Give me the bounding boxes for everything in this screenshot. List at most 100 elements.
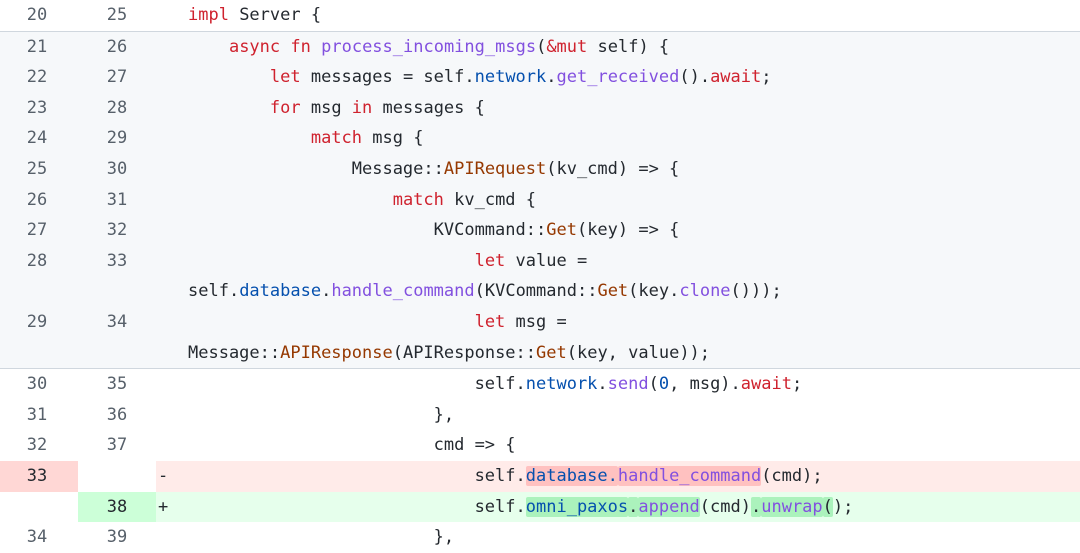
new-line-number[interactable]: 30 <box>106 158 128 179</box>
code-token: 0 <box>658 374 670 395</box>
code-token: ( <box>536 36 547 57</box>
old-line-number[interactable]: 26 <box>26 189 48 210</box>
new-line-number[interactable]: 28 <box>106 97 128 118</box>
diff-row-deleted: 33- self.database.handle_command(cmd); <box>0 460 1080 492</box>
code-token: Get <box>546 220 577 241</box>
code-token: ; <box>761 67 772 88</box>
old-line-number[interactable]: 32 <box>26 435 48 456</box>
code-token: . <box>750 496 762 517</box>
code-line: match msg { <box>188 123 1080 154</box>
old-line-number[interactable]: 31 <box>26 404 48 425</box>
code-token: await <box>710 67 762 88</box>
diff-row: 24 29 match msg { <box>0 123 1080 154</box>
code-token: for <box>269 97 301 118</box>
code-token <box>188 98 270 118</box>
code-token: . <box>628 496 639 517</box>
code-token <box>188 37 229 57</box>
code-token: cmd => { <box>188 435 516 456</box>
code-line: Message::APIRequest(kv_cmd) => { <box>188 154 1080 185</box>
old-line-number[interactable]: 34 <box>26 527 48 548</box>
new-line-number[interactable]: 36 <box>106 404 128 425</box>
code-token: let <box>474 250 506 271</box>
code-token: match <box>392 189 444 210</box>
new-line-number[interactable]: 32 <box>106 220 128 241</box>
diff-row: 31 36 }, <box>0 400 1080 431</box>
code-line: self.network.send(0, msg).await; <box>188 369 1080 400</box>
code-token: in <box>351 97 373 118</box>
code-token: omni_paxos <box>525 496 629 517</box>
code-token <box>188 312 475 332</box>
code-line: }, <box>188 400 1080 431</box>
new-line-number[interactable]: 31 <box>106 189 128 210</box>
code-token: ( <box>648 374 659 395</box>
diff-row: 22 27 let messages = self.network.get_rec… <box>0 62 1080 93</box>
code-token: clone <box>679 281 731 302</box>
code-token: (key. <box>628 281 680 302</box>
code-line: let value = self.database.handle_command… <box>188 246 1080 307</box>
new-line-number[interactable]: 25 <box>106 5 128 25</box>
new-line-number[interactable]: 37 <box>106 435 128 456</box>
code-token: ; <box>791 374 803 395</box>
code-line: self.database.handle_command(cmd); <box>188 460 1080 492</box>
code-token: (). <box>679 67 711 88</box>
old-line-number[interactable]: 25 <box>26 158 48 179</box>
code-token: Get <box>536 342 567 363</box>
code-token: , msg). <box>669 374 741 395</box>
code-token <box>311 37 321 57</box>
code-line: let messages = self.network.get_received… <box>188 62 1080 93</box>
code-token: append <box>638 496 700 517</box>
code-token: impl <box>188 5 229 25</box>
code-token: match <box>310 128 363 149</box>
old-line-number[interactable]: 21 <box>26 36 48 57</box>
new-line-number[interactable]: 33 <box>106 250 128 271</box>
old-line-number[interactable]: 20 <box>26 5 48 25</box>
code-token: unwrap <box>761 496 823 517</box>
new-line-number[interactable]: 26 <box>106 36 128 57</box>
code-token: Server { <box>228 5 322 25</box>
code-token: (cmd) <box>699 496 751 517</box>
diff-row: 29 34 let msg = Message::APIResponse(APIR… <box>0 306 1080 369</box>
old-line-number[interactable]: 28 <box>26 250 48 271</box>
code-token: (key) => { <box>576 220 680 241</box>
code-line: }, <box>188 522 1080 553</box>
code-token: messages { <box>372 97 485 118</box>
code-token: kv_cmd { <box>443 189 537 210</box>
code-token: let <box>269 67 301 88</box>
old-line-number[interactable]: 30 <box>26 374 48 395</box>
diff-sign: + <box>156 491 188 523</box>
code-token: msg { <box>362 128 424 149</box>
code-token: self. <box>188 496 526 517</box>
code-token: (KVCommand:: <box>474 281 598 302</box>
code-line: self.omni_paxos.append(cmd).unwrap(); <box>188 491 1080 523</box>
new-line-number[interactable]: 34 <box>106 311 128 332</box>
code-line: let msg = Message::APIResponse(APIRespon… <box>188 307 1080 368</box>
code-token: Get <box>597 281 629 302</box>
old-line-number[interactable]: 29 <box>26 311 48 332</box>
code-token: send <box>607 374 649 395</box>
new-line-number[interactable]: 35 <box>106 374 128 395</box>
code-token: handle_command <box>617 465 762 486</box>
code-token: let <box>474 311 506 332</box>
code-token: . <box>597 374 608 395</box>
code-token: APIRequest <box>443 158 547 179</box>
code-token: Message:: <box>188 158 444 179</box>
new-line-number[interactable]: 38 <box>78 491 156 523</box>
code-token <box>188 251 475 271</box>
diff-row: 25 30 Message::APIRequest(kv_cmd) => { <box>0 153 1080 185</box>
old-line-number[interactable]: 23 <box>26 97 48 118</box>
old-line-number[interactable]: 27 <box>26 220 48 241</box>
code-token: }, <box>188 527 455 548</box>
old-line-number[interactable]: 24 <box>26 128 48 149</box>
diff-row: 30 35 self.network.send(0, msg).await; <box>0 369 1080 400</box>
old-line-number[interactable]: 22 <box>26 67 48 88</box>
new-line-number[interactable]: 27 <box>106 67 128 88</box>
old-line-number[interactable]: 33 <box>0 460 78 492</box>
code-token: handle_command <box>331 281 475 302</box>
new-line-number[interactable]: 29 <box>106 128 128 149</box>
new-line-number[interactable]: 39 <box>106 527 128 548</box>
code-token: KVCommand:: <box>188 220 547 241</box>
code-token: . <box>546 67 557 88</box>
